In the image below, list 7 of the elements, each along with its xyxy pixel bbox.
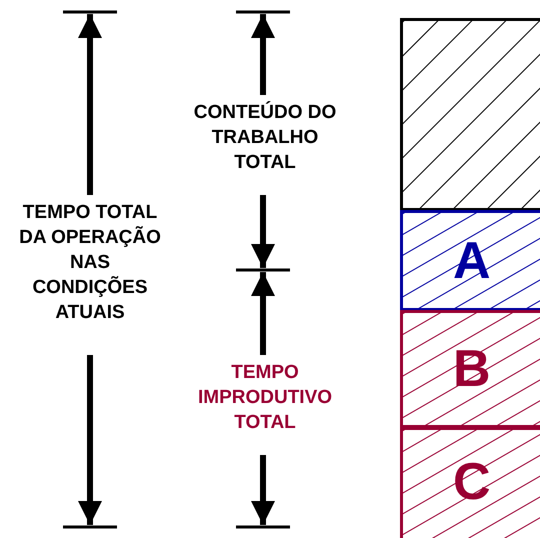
dimension-label: CONTEÚDO DO TRABALHO TOTAL bbox=[192, 100, 338, 175]
dimension-label: TEMPO IMPRODUTIVO TOTAL bbox=[196, 361, 334, 435]
hatched-bar-segment bbox=[400, 427, 540, 538]
hatched-bar-segment bbox=[400, 210, 540, 311]
dimension-label: TEMPO TOTAL DA OPERAÇÃO NAS CONDIÇÕES ATUAIS bbox=[18, 201, 162, 325]
hatched-bar-segment bbox=[400, 18, 540, 211]
hatched-bar-segment bbox=[400, 310, 540, 428]
